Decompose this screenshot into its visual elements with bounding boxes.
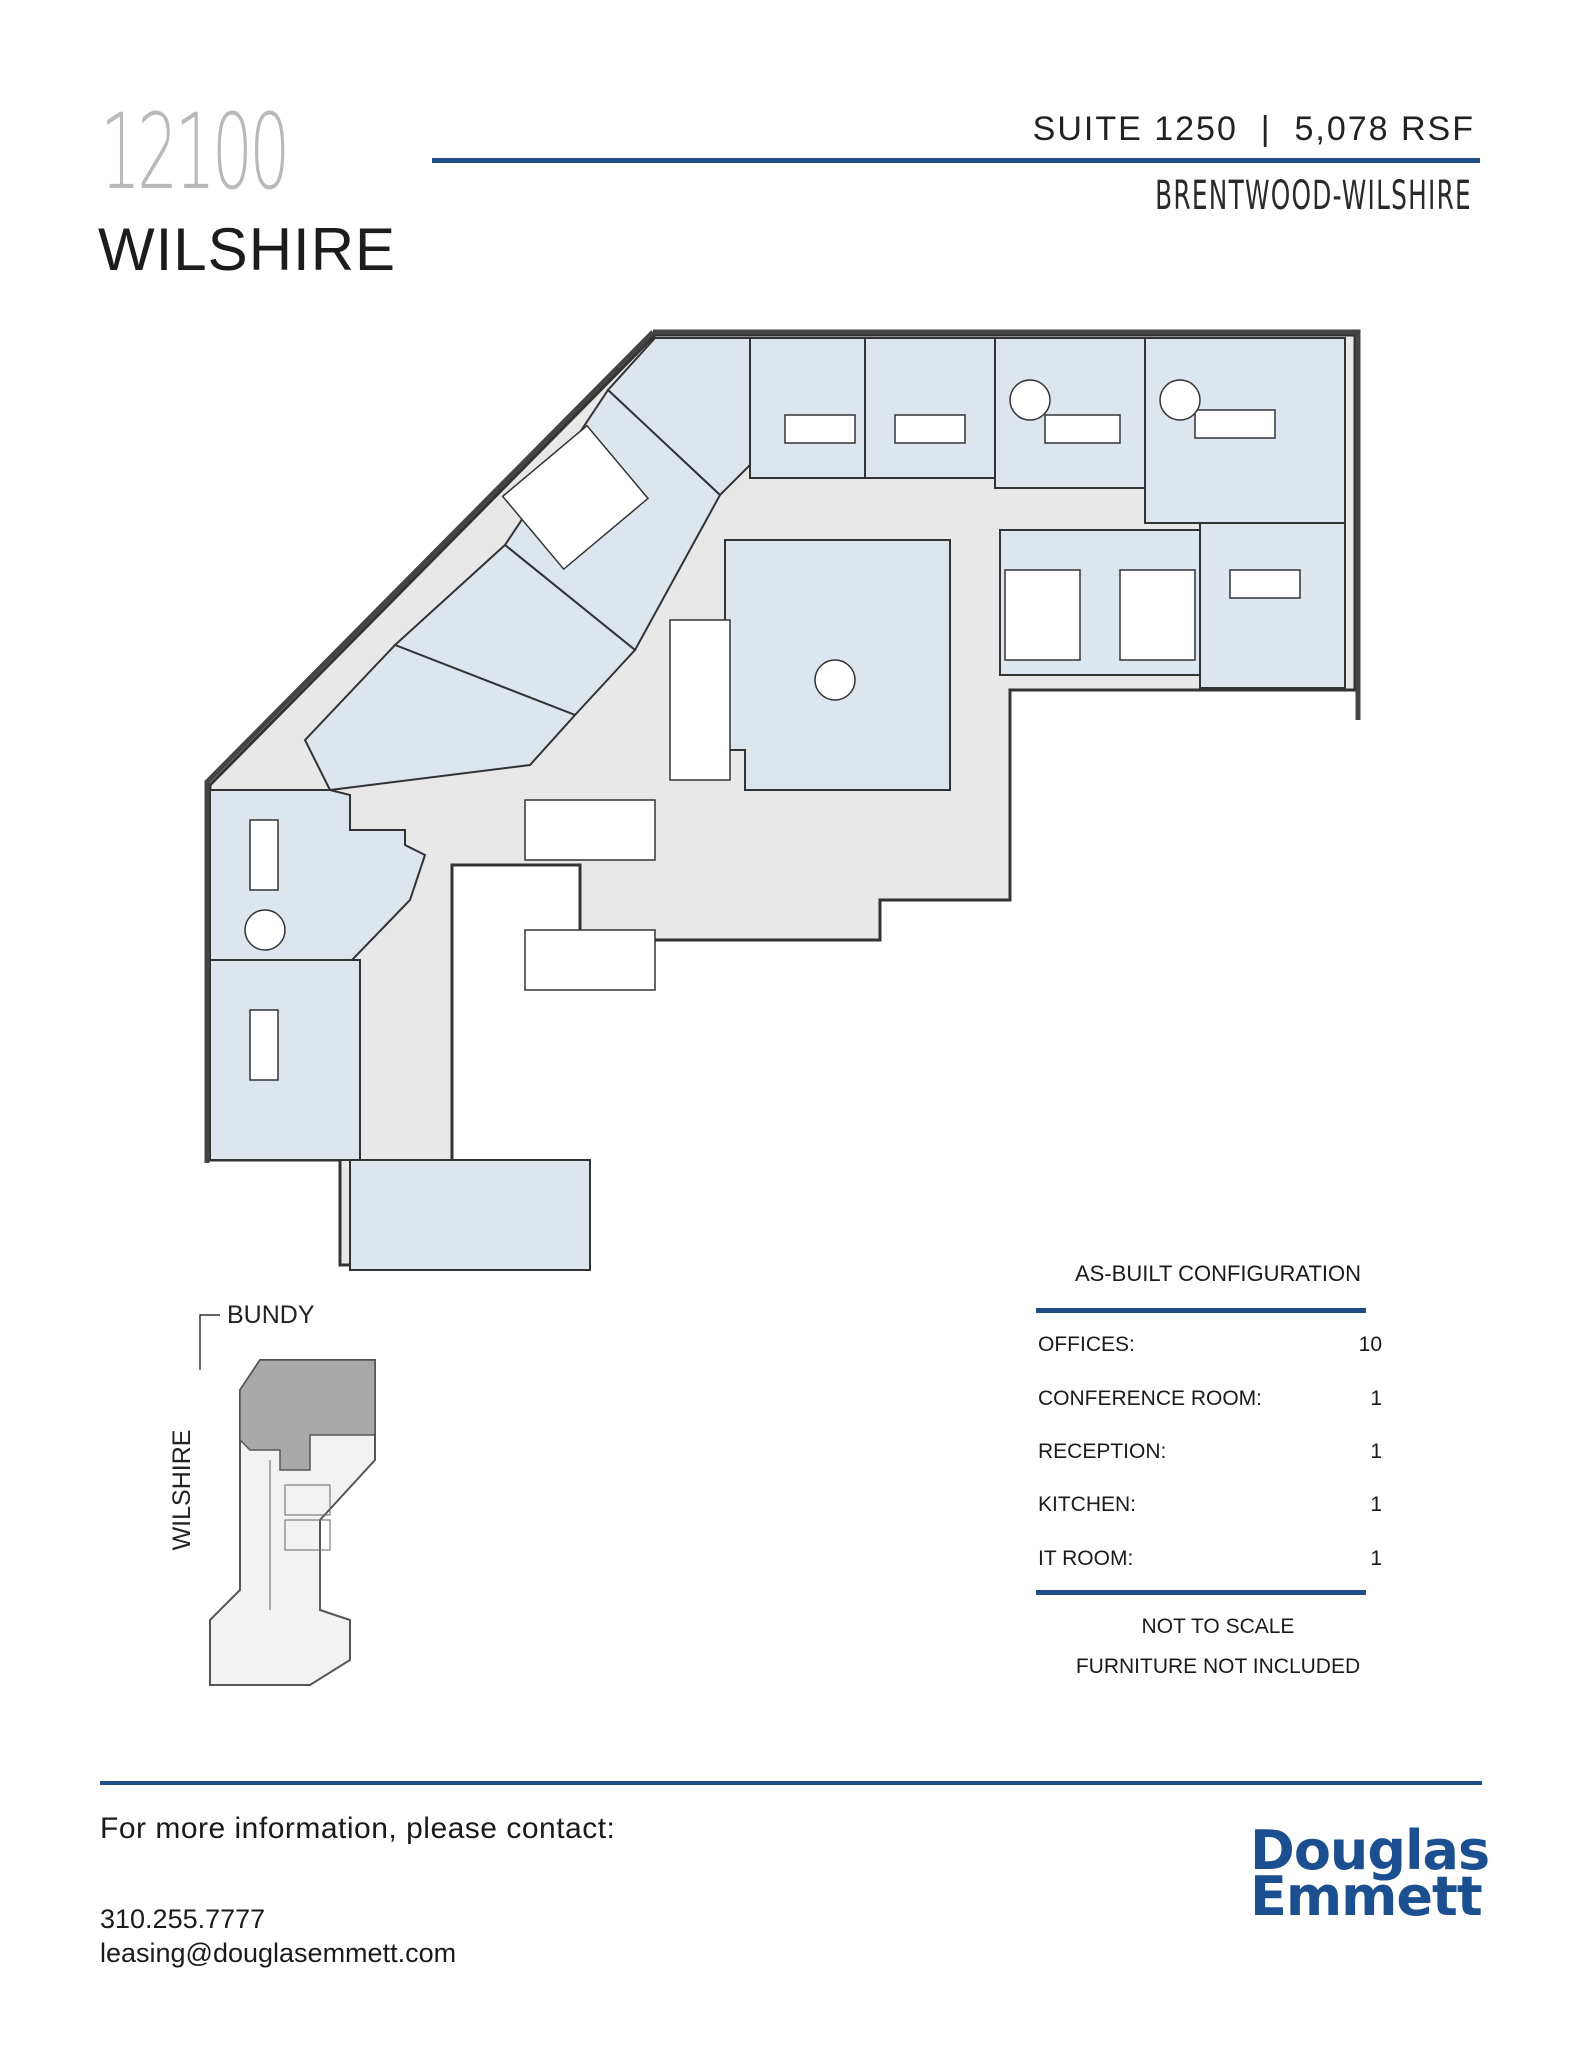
building-street: WILSHIRE <box>98 216 397 283</box>
logo-line-2: Emmett <box>1250 1865 1483 1928</box>
contact-heading: For more information, please contact: <box>100 1812 616 1845</box>
floor-plan <box>204 329 1361 1271</box>
key-map-leader <box>199 1314 220 1370</box>
contact-phone[interactable]: 310.255.7777 <box>100 1904 266 1934</box>
spec-bottom-rule <box>1036 1590 1366 1595</box>
plan-furniture <box>244 379 1301 1081</box>
plan-windows <box>204 329 1361 1163</box>
spec-row-offices: OFFICES: 10 <box>1038 1333 1382 1357</box>
spec-value: 1 <box>1370 1493 1382 1516</box>
spec-title: AS-BUILT CONFIGURATION <box>1074 1261 1362 1286</box>
spec-label: IT ROOM: <box>1038 1547 1134 1570</box>
spec-label: RECEPTION: <box>1038 1440 1167 1463</box>
header-rule <box>432 158 1480 163</box>
submarket: BRENTWOOD-WILSHIRE <box>1155 173 1472 219</box>
suite-info: SUITE 1250 | 5,078 RSF <box>1032 110 1475 148</box>
spec-value: 1 <box>1370 1440 1382 1463</box>
spec-row-reception: RECEPTION: 1 <box>1038 1440 1382 1464</box>
building-number: 12100 <box>100 91 290 213</box>
spec-value: 10 <box>1358 1333 1382 1356</box>
key-map-street-west: WILSHIRE <box>168 1430 196 1551</box>
logo-line-1: Douglas <box>1250 1819 1490 1882</box>
footer-rule <box>100 1781 1482 1785</box>
spec-row-it-room: IT ROOM: 1 <box>1038 1547 1382 1571</box>
note-not-to-scale: NOT TO SCALE <box>1141 1615 1295 1638</box>
spec-top-rule <box>1036 1308 1366 1313</box>
spec-label: OFFICES: <box>1038 1333 1135 1356</box>
key-map-street-north: BUNDY <box>227 1301 315 1329</box>
spec-row-kitchen: KITCHEN: 1 <box>1038 1493 1382 1517</box>
douglas-emmett-logo: Douglas Emmett <box>1250 1819 1490 1928</box>
spec-value: 1 <box>1370 1547 1382 1570</box>
key-map-core <box>269 1460 331 1610</box>
spec-label: CONFERENCE ROOM: <box>1038 1387 1263 1410</box>
spec-value: 1 <box>1370 1387 1382 1410</box>
spec-row-conference-room: CONFERENCE ROOM: 1 <box>1038 1387 1382 1411</box>
key-map-suite-highlight <box>239 1359 376 1471</box>
contact-email[interactable]: leasing@douglasemmett.com <box>100 1938 457 1968</box>
key-map: BUNDY WILSHIRE <box>168 1301 376 1686</box>
note-furniture-not-included: FURNITURE NOT INCLUDED <box>1075 1655 1361 1678</box>
spec-label: KITCHEN: <box>1038 1493 1137 1516</box>
